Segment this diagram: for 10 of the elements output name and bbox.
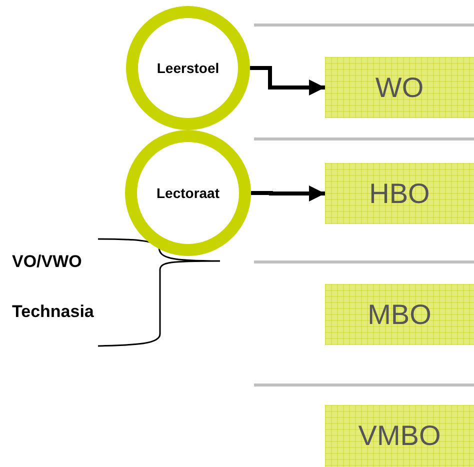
level-box: VMBO <box>325 405 474 467</box>
level-box: HBO <box>325 163 474 224</box>
arrow <box>250 66 325 96</box>
school-type-label: Technasia <box>12 302 94 322</box>
circle-node: Leerstoel <box>126 6 250 130</box>
school-type-label: VO/VWO <box>12 252 82 272</box>
level-box: WO <box>325 57 474 118</box>
level-box: MBO <box>325 284 474 345</box>
arrow <box>251 186 325 202</box>
circle-node: Lectoraat <box>125 130 251 256</box>
